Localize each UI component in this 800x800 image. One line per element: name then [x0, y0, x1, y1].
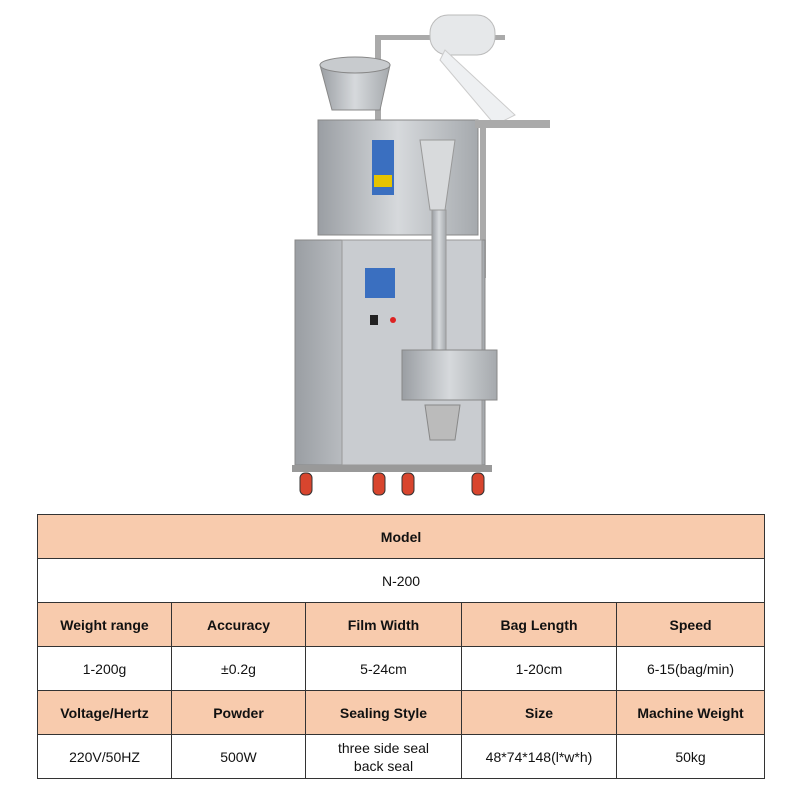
header-weight-range: Weight range [37, 602, 172, 647]
header-machine-weight: Machine Weight [615, 690, 766, 735]
value-bag-length: 1-20cm [461, 646, 617, 691]
header-bag-length: Bag Length [461, 602, 617, 647]
spec-table: Model N-200 Weight range Accuracy Film W… [36, 514, 766, 779]
header-film-width: Film Width [305, 602, 462, 647]
header-powder: Powder [171, 690, 306, 735]
header-voltage: Voltage/Hertz [37, 690, 172, 735]
table-row: N-200 [36, 558, 766, 603]
header-sealing-style: Sealing Style [305, 690, 462, 735]
value-powder: 500W [171, 734, 306, 779]
packaging-machine-image [292, 14, 550, 496]
value-sealing-style: three side seal back seal [305, 734, 462, 779]
model-header: Model [36, 514, 766, 559]
header-speed: Speed [615, 602, 766, 647]
value-machine-weight: 50kg [615, 734, 766, 779]
table-row: 1-200g ±0.2g 5-24cm 1-20cm 6-15(bag/min) [37, 646, 766, 691]
table-row: Voltage/Hertz Powder Sealing Style Size … [37, 690, 766, 735]
table-row: Weight range Accuracy Film Width Bag Len… [37, 602, 766, 647]
value-size: 48*74*148(l*w*h) [461, 734, 617, 779]
model-value: N-200 [36, 558, 766, 603]
header-accuracy: Accuracy [171, 602, 306, 647]
value-voltage: 220V/50HZ [37, 734, 172, 779]
table-row: Model [36, 514, 766, 559]
sealing-style-line2: back seal [353, 757, 414, 774]
value-weight-range: 1-200g [37, 646, 172, 691]
header-size: Size [461, 690, 617, 735]
value-accuracy: ±0.2g [171, 646, 306, 691]
table-row: 220V/50HZ 500W three side seal back seal… [37, 734, 766, 779]
sealing-style-line1: three side seal [337, 739, 430, 756]
value-film-width: 5-24cm [305, 646, 462, 691]
value-speed: 6-15(bag/min) [615, 646, 766, 691]
